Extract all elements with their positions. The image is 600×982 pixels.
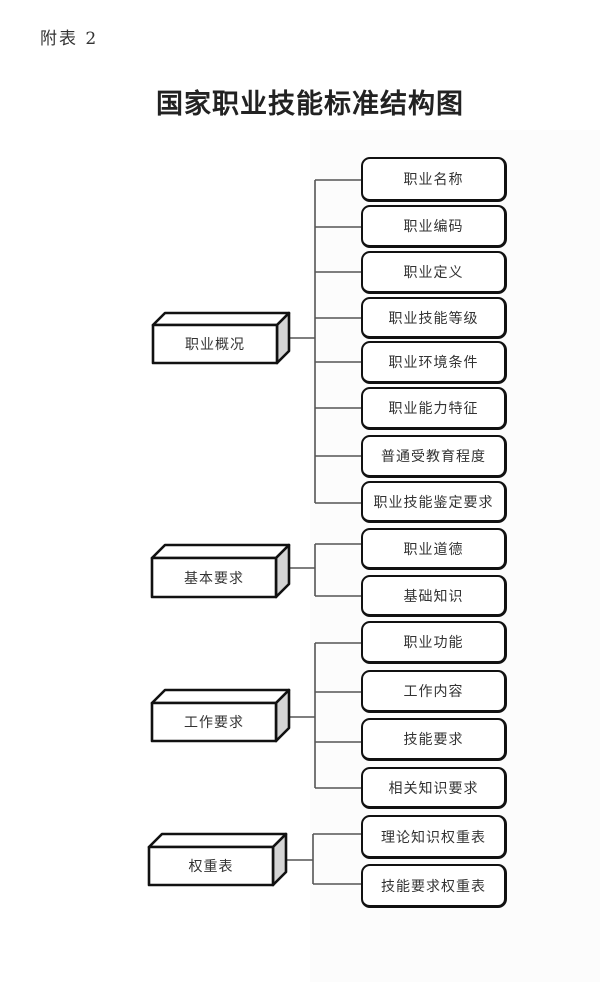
leaf-box: 职业技能鉴定要求 xyxy=(361,481,507,523)
leaf-box: 相关知识要求 xyxy=(361,767,507,809)
category-label-basic-requirements: 基本要求 xyxy=(184,570,244,587)
leaf-box: 职业编码 xyxy=(361,205,507,248)
category-box-top xyxy=(147,832,288,849)
leaf-box: 工作内容 xyxy=(361,670,507,713)
leaf-box: 理论知识权重表 xyxy=(361,815,507,859)
category-box-top xyxy=(150,688,291,705)
appendix-label: 附表 2 xyxy=(40,29,99,49)
diagram-title: 国家职业技能标准结构图 xyxy=(156,89,464,120)
leaf-box: 职业名称 xyxy=(361,157,507,202)
category-box-0 xyxy=(151,311,291,365)
category-box-front xyxy=(150,701,278,743)
leaf-box: 普通受教育程度 xyxy=(361,435,507,478)
category-box-3 xyxy=(147,832,288,887)
leaf-box: 职业定义 xyxy=(361,251,507,294)
category-box-top xyxy=(151,311,291,327)
leaf-box: 基础知识 xyxy=(361,575,507,617)
category-box-front xyxy=(151,323,279,365)
leaf-box: 职业技能等级 xyxy=(361,297,507,339)
leaf-box: 技能要求 xyxy=(361,718,507,761)
category-box-front xyxy=(147,845,275,887)
category-box-top xyxy=(150,543,291,560)
leaf-box: 职业环境条件 xyxy=(361,341,507,384)
category-box-1 xyxy=(150,543,291,599)
category-label-work-requirements: 工作要求 xyxy=(184,715,244,731)
category-label-weight-table: 权重表 xyxy=(188,859,234,875)
category-box-front xyxy=(150,556,278,599)
leaf-box: 职业功能 xyxy=(361,621,507,664)
category-label-overview: 职业概况 xyxy=(185,337,245,353)
leaf-box: 职业道德 xyxy=(361,528,507,570)
category-box-2 xyxy=(150,688,291,743)
leaf-box: 职业能力特征 xyxy=(361,387,507,430)
leaf-box: 技能要求权重表 xyxy=(361,864,507,908)
